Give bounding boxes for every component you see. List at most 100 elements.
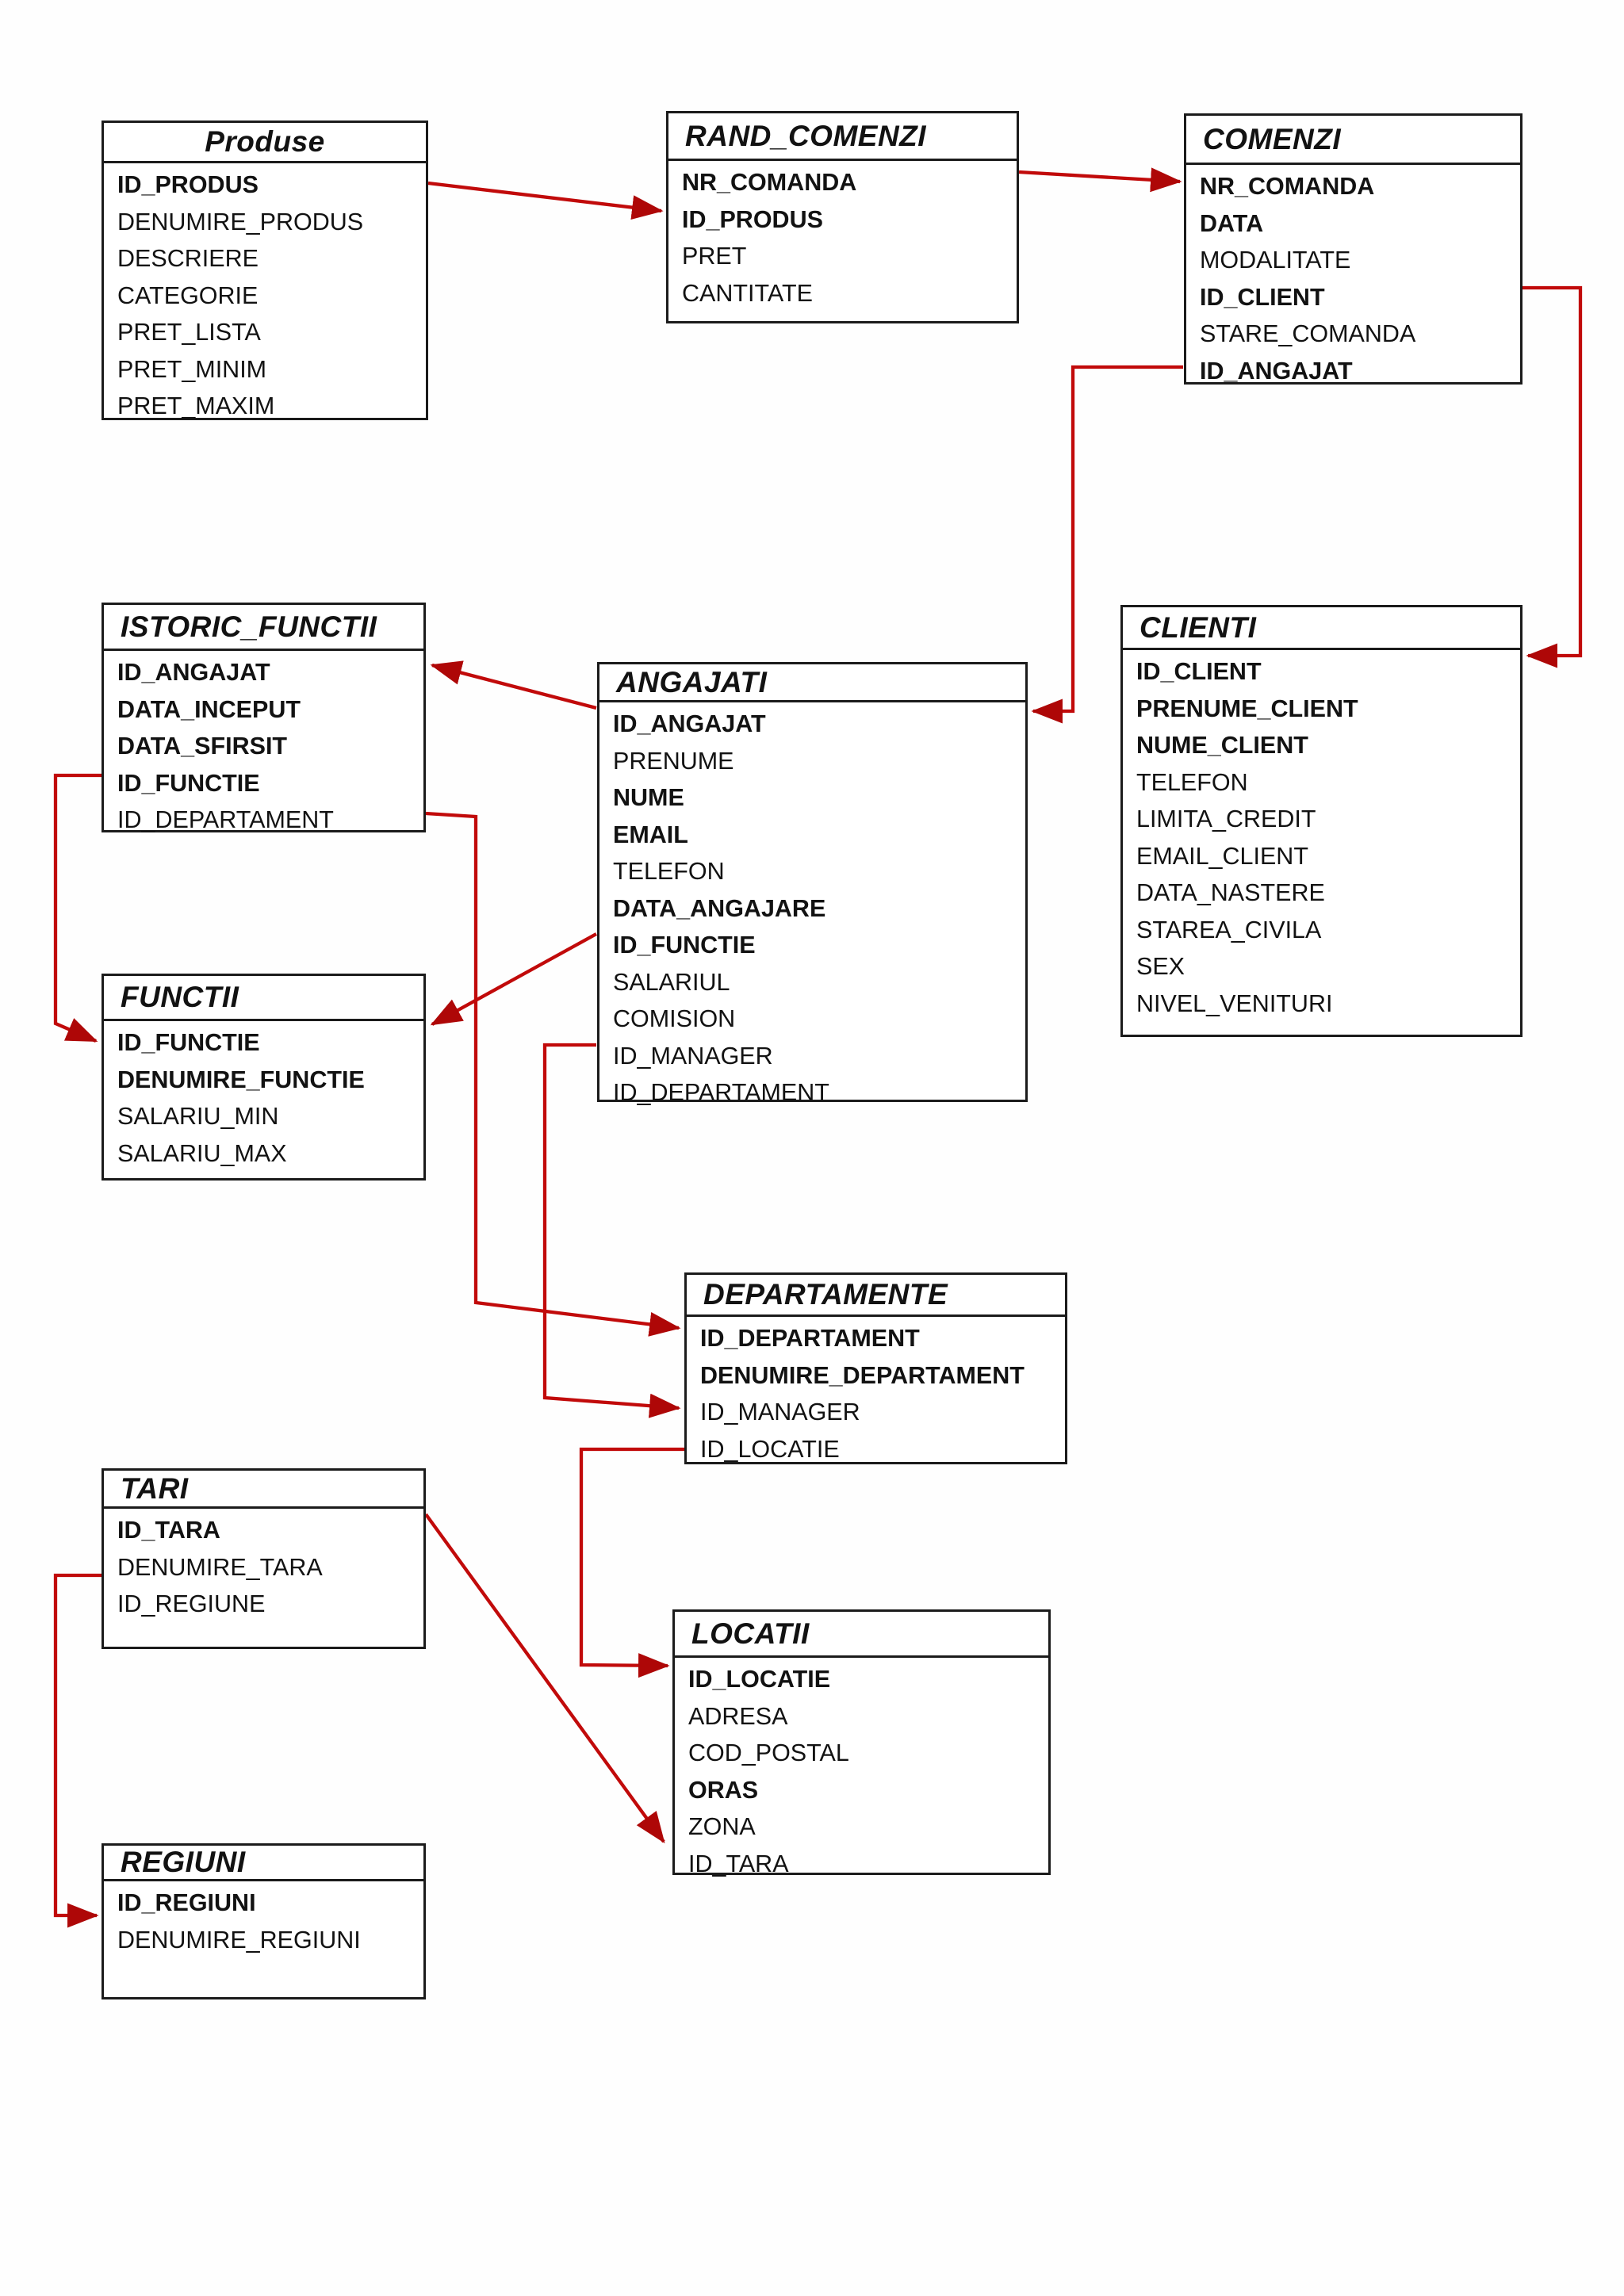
table-title: DEPARTAMENTE — [687, 1275, 1065, 1317]
attribute-istoric_functii-id_departament: ID_DEPARTAMENT — [117, 806, 334, 833]
attribute-angajati-id_angajat: ID_ANGAJAT — [613, 710, 766, 737]
attribute-angajati-data_angajare: DATA_ANGAJARE — [613, 894, 826, 922]
attribute-produse-pret_maxim: PRET_MAXIM — [117, 392, 275, 419]
attribute-tari-id_tara: ID_TARA — [117, 1517, 220, 1544]
attribute-regiuni-id_regiuni: ID_REGIUNI — [117, 1889, 256, 1916]
attribute-tari-id_regiune: ID_REGIUNE — [117, 1590, 266, 1617]
relationship-comenzi-to-clienti — [1522, 285, 1583, 668]
table-title: REGIUNI — [104, 1846, 423, 1881]
attribute-departamente-id_locatie: ID_LOCATIE — [700, 1435, 840, 1463]
table-title: ISTORIC_FUNCTII — [104, 605, 423, 651]
relationship-departamente-to-locatii — [579, 1447, 684, 1678]
relationship-comenzi-to-angajati — [1031, 365, 1183, 724]
relationship-tari-to-regiuni — [53, 1573, 102, 1928]
attribute-angajati-id_departament: ID_DEPARTAMENT — [613, 1079, 829, 1106]
attribute-locatii-id_tara: ID_TARA — [688, 1850, 789, 1877]
attribute-rand_comenzi-id_produs: ID_PRODUS — [682, 205, 823, 233]
attribute-produse-categorie: CATEGORIE — [117, 281, 259, 309]
relationship-tari-to-locatii — [424, 1513, 665, 1844]
table-title: ANGAJATI — [599, 664, 1025, 702]
attribute-clienti-id_client: ID_CLIENT — [1136, 658, 1262, 685]
relationship-produse-to-rand_comenzi — [427, 181, 664, 220]
table-attribute-list: NR_COMANDA ID_PRODUS PRET CANTITATE — [668, 161, 1017, 312]
relationship-angajati-to-functii — [430, 932, 598, 1026]
attribute-departamente-id_manager: ID_MANAGER — [700, 1399, 860, 1425]
attribute-locatii-id_locatie: ID_LOCATIE — [688, 1666, 831, 1693]
attribute-angajati-nume: NUME — [613, 784, 684, 811]
attribute-clienti-starea_civila: STAREA_CIVILA — [1136, 916, 1322, 943]
table-tari: TARI ID_TARA DENUMIRE_TARA ID_REGIUNE — [102, 1468, 426, 1649]
table-rand_comenzi: RAND_COMENZI NR_COMANDA ID_PRODUS PRET CANT… — [666, 111, 1019, 323]
attribute-produse-pret_minim: PRET_MINIM — [117, 355, 267, 383]
attribute-comenzi-id_client: ID_CLIENT — [1200, 283, 1325, 311]
attribute-tari-denumire_tara: DENUMIRE_TARA — [117, 1553, 323, 1581]
relationship-angajati-to-departamente — [542, 1043, 681, 1418]
attribute-locatii-adresa: ADRESA — [688, 1702, 788, 1730]
attribute-angajati-telefon: TELEFON — [613, 858, 725, 885]
attribute-functii-id_functie: ID_FUNCTIE — [117, 1029, 260, 1056]
attribute-locatii-zona: ZONA — [688, 1813, 756, 1840]
attribute-clienti-nume_client: NUME_CLIENT — [1136, 732, 1308, 759]
attribute-produse-descriere: DESCRIERE — [117, 245, 259, 272]
attribute-functii-denumire_functie: DENUMIRE_FUNCTIE — [117, 1066, 365, 1093]
attribute-istoric_functii-id_functie: ID_FUNCTIE — [117, 769, 260, 797]
attribute-angajati-email: EMAIL — [613, 821, 688, 848]
attribute-produse-pret_lista: PRET_LISTA — [117, 319, 261, 346]
attribute-functii-salariu_max: SALARIU_MAX — [117, 1139, 287, 1167]
table-clienti: CLIENTI ID_CLIENT PRENUME_CLIENT NUME_CLIE… — [1120, 605, 1522, 1037]
attribute-clienti-prenume_client: PRENUME_CLIENT — [1136, 695, 1358, 722]
table-title: COMENZI — [1186, 116, 1520, 165]
relationship-angajati-to-istoric_functii — [430, 660, 597, 710]
attribute-departamente-denumire_departament: DENUMIRE_DEPARTAMENT — [700, 1361, 1025, 1389]
table-title: CLIENTI — [1123, 607, 1520, 650]
attribute-angajati-salariul: SALARIUL — [613, 968, 730, 996]
attribute-locatii-oras: ORAS — [688, 1776, 759, 1804]
table-functii: FUNCTII ID_FUNCTIE DENUMIRE_FUNCTIE SALARI… — [102, 974, 426, 1181]
relationship-istoric_functii-to-functii — [53, 773, 102, 1043]
attribute-istoric_functii-id_angajat: ID_ANGAJAT — [117, 659, 270, 686]
attribute-regiuni-denumire_regiuni: DENUMIRE_REGIUNI — [117, 1926, 361, 1954]
table-attribute-list: ID_ANGAJAT PRENUME NUME EMAIL TELEFON DATA_AN… — [599, 702, 1025, 1112]
attribute-angajati-comision: COMISION — [613, 1005, 736, 1032]
table-attribute-list: ID_CLIENT PRENUME_CLIENT NUME_CLIENT TELEFO… — [1123, 650, 1520, 1022]
table-attribute-list: ID_TARA DENUMIRE_TARA ID_REGIUNE — [104, 1509, 423, 1623]
table-regiuni: REGIUNI ID_REGIUNI DENUMIRE_REGIUNI — [102, 1843, 426, 1999]
attribute-comenzi-id_angajat: ID_ANGAJAT — [1200, 357, 1353, 385]
table-attribute-list: ID_ANGAJAT DATA_INCEPUT DATA_SFIRSIT ID_FUN… — [104, 651, 423, 839]
table-title: FUNCTII — [104, 976, 423, 1021]
attribute-clienti-nivel_venituri: NIVEL_VENITURI — [1136, 989, 1333, 1017]
table-title: TARI — [104, 1471, 423, 1509]
attribute-comenzi-modalitate: MODALITATE — [1200, 247, 1351, 274]
table-attribute-list: ID_REGIUNI DENUMIRE_REGIUNI — [104, 1881, 423, 1958]
attribute-rand_comenzi-nr_comanda: NR_COMANDA — [682, 169, 857, 196]
attribute-angajati-id_functie: ID_FUNCTIE — [613, 932, 756, 959]
attribute-departamente-id_departament: ID_DEPARTAMENT — [700, 1325, 920, 1352]
attribute-angajati-prenume: PRENUME — [613, 747, 734, 775]
attribute-rand_comenzi-cantitate: CANTITATE — [682, 279, 813, 307]
attribute-comenzi-data: DATA — [1200, 209, 1264, 237]
attribute-rand_comenzi-pret: PRET — [682, 243, 747, 270]
attribute-clienti-sex: SEX — [1136, 953, 1185, 980]
table-title: LOCATII — [675, 1612, 1048, 1658]
attribute-clienti-email_client: EMAIL_CLIENT — [1136, 842, 1308, 870]
attribute-clienti-limita_credit: LIMITA_CREDIT — [1136, 806, 1316, 832]
table-attribute-list: ID_DEPARTAMENT DENUMIRE_DEPARTAMENT ID_MAN… — [687, 1317, 1065, 1468]
attribute-istoric_functii-data_inceput: DATA_INCEPUT — [117, 695, 301, 723]
attribute-istoric_functii-data_sfirsit: DATA_SFIRSIT — [117, 733, 288, 760]
attribute-clienti-data_nastere: DATA_NASTERE — [1136, 879, 1325, 906]
table-istoric_functii: ISTORIC_FUNCTII ID_ANGAJAT DATA_INCEPUT DA… — [102, 603, 426, 833]
attribute-functii-salariu_min: SALARIU_MIN — [117, 1103, 279, 1130]
table-departamente: DEPARTAMENTE ID_DEPARTAMENT DENUMIRE_DEPA… — [684, 1272, 1067, 1464]
attribute-produse-denumire_produs: DENUMIRE_PRODUS — [117, 208, 364, 235]
table-title: RAND_COMENZI — [668, 113, 1017, 161]
attribute-angajati-id_manager: ID_MANAGER — [613, 1042, 773, 1070]
attribute-clienti-telefon: TELEFON — [1136, 768, 1248, 796]
